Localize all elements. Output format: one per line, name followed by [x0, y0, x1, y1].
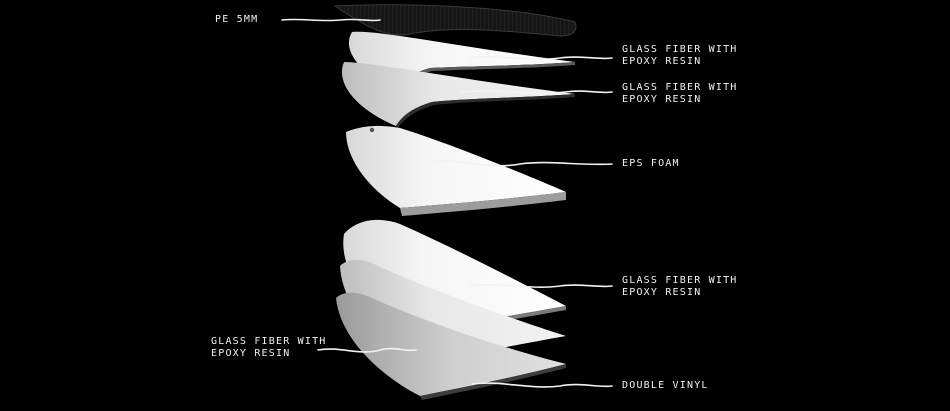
label-glass-fiber-4: GLASS FIBER WITH EPOXY RESIN — [211, 336, 327, 360]
label-glass3-line-1: GLASS FIBER WITH — [622, 275, 738, 286]
label-eps-line-1: EPS FOAM — [622, 158, 680, 169]
leader-line-glass3 — [469, 284, 613, 288]
leader-line-vinyl — [471, 382, 613, 388]
label-eps-foam: EPS FOAM — [622, 158, 680, 170]
label-glass2-line-1: GLASS FIBER WITH — [622, 82, 738, 93]
label-glass2-line-2: EPOXY RESIN — [622, 94, 702, 105]
glass-fiber-layer-2 — [341, 62, 575, 128]
leader-line-glass1 — [469, 56, 613, 60]
label-glass1-line-2: EPOXY RESIN — [622, 56, 702, 67]
label-double-vinyl: DOUBLE VINYL — [622, 380, 709, 392]
label-glass-fiber-3: GLASS FIBER WITH EPOXY RESIN — [622, 275, 738, 299]
leader-lines — [281, 18, 613, 388]
leader-line-pe — [281, 18, 381, 22]
double-vinyl-layer — [336, 292, 566, 400]
label-glass-fiber-2: GLASS FIBER WITH EPOXY RESIN — [622, 82, 738, 106]
label-vinyl-line-1: DOUBLE VINYL — [622, 380, 709, 391]
label-glass-fiber-1: GLASS FIBER WITH EPOXY RESIN — [622, 44, 738, 68]
leader-line-glass4 — [317, 347, 417, 353]
label-pe-5mm: PE 5mm — [215, 14, 258, 26]
label-pe-line-1: PE 5mm — [215, 14, 259, 25]
label-glass3-line-2: EPOXY RESIN — [622, 287, 702, 298]
pe-deck-pad-layer — [333, 4, 577, 37]
leader-line-glass2 — [461, 90, 613, 94]
label-glass4-line-2: EPOXY RESIN — [211, 348, 291, 359]
leader-line-eps — [431, 160, 613, 167]
label-glass1-line-1: GLASS FIBER WITH — [622, 44, 738, 55]
label-glass4-line-1: GLASS FIBER WITH — [211, 336, 327, 347]
eps-foam-layer — [346, 125, 566, 216]
